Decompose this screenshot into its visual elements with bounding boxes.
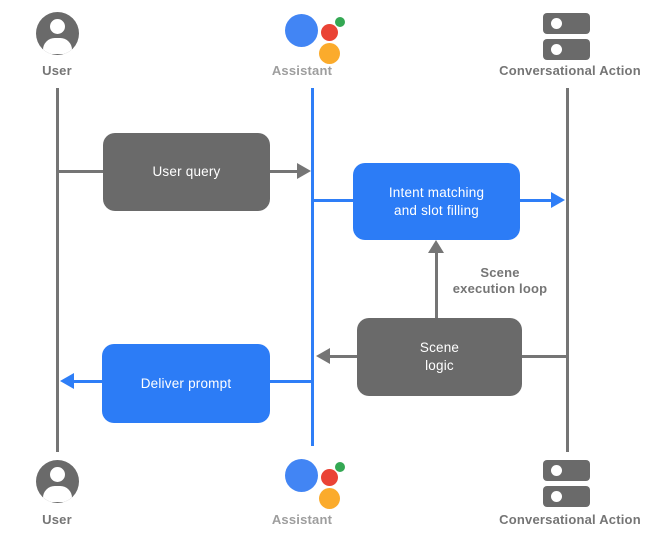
assistant-icon-red-dot [321,469,338,486]
assistant-icon [284,458,345,509]
assistant-icon-blue-dot [285,459,318,492]
assistant-icon-blue-dot [285,14,318,47]
user-query-arrowhead [297,163,311,179]
user-icon-body [43,486,72,502]
assistant-icon-red-dot [321,24,338,41]
deliver-prompt-box: Deliver prompt [102,344,270,423]
assistant-icon-green-dot [335,462,345,472]
user-query-label: User query [152,164,221,179]
scene-execution-loop-note: Scene execution loop [440,265,560,296]
server-row [543,486,590,507]
assistant-lifeline [311,88,314,446]
actor-label-user-bottom: User [42,512,72,527]
user-icon-head [50,19,65,34]
assistant-icon [284,13,345,64]
user-query-box: User query [103,133,270,211]
actor-label-user-top: User [42,63,72,78]
server-row [543,39,590,60]
conversational-action-lifeline [566,88,569,452]
server-led [551,465,562,476]
server-row [543,13,590,34]
scene-loop-connector [435,251,438,318]
conversational-action-icon [543,13,590,65]
user-lifeline [56,88,59,452]
user-icon [36,460,79,503]
server-led [551,18,562,29]
assistant-icon-yellow-dot [319,43,340,64]
actor-label-conversational-action-bottom: Conversational Action [499,512,641,527]
scene-loop-arrowhead [428,240,444,253]
scene-logic-label-line1: Scene [419,340,460,355]
intent-matching-label-line2: and slot filling [394,202,479,218]
actor-label-assistant-top: Assistant [271,63,333,78]
server-led [551,491,562,502]
scene-logic-label-line2: logic [425,358,454,373]
server-row [543,460,590,481]
assistant-icon-yellow-dot [319,488,340,509]
user-icon-head [50,467,65,482]
server-led [551,44,562,55]
scene-logic-box: Scene logic [357,318,522,396]
intent-matching-label-line1: Intent matching [388,184,485,200]
deliver-prompt-arrowhead [60,373,74,389]
conversational-action-icon [543,460,590,512]
user-icon [36,12,79,55]
intent-matching-box: Intent matching and slot filling [353,163,520,240]
scene-execution-loop-line2: execution loop [452,280,548,296]
intent-matching-arrowhead [551,192,565,208]
assistant-icon-green-dot [335,17,345,27]
actor-label-assistant-bottom: Assistant [271,512,333,527]
user-icon-body [43,38,72,54]
scene-execution-loop-line1: Scene [480,265,520,280]
deliver-prompt-label: Deliver prompt [140,375,232,391]
scene-logic-arrowhead [316,348,330,364]
actor-label-conversational-action-top: Conversational Action [499,63,641,78]
